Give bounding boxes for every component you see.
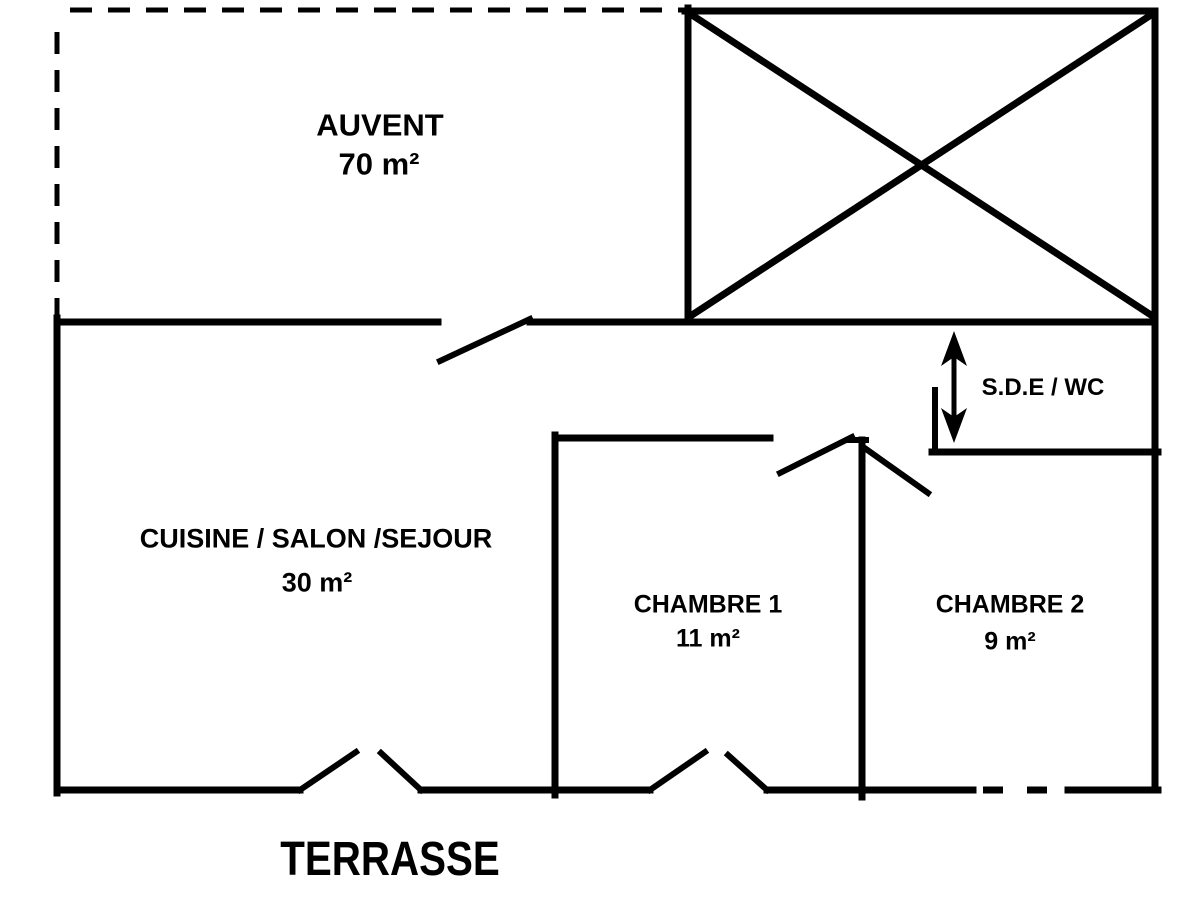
crossed-area-diagonal-2 bbox=[687, 10, 1156, 320]
crossed-area bbox=[681, 4, 1159, 326]
outer-walls bbox=[53, 7, 1162, 797]
terrace-door-1-right-leaf bbox=[376, 748, 426, 795]
room-area-chambre-2: 9 m² bbox=[984, 627, 1036, 656]
sde-access-arrow-icon bbox=[941, 331, 967, 443]
room-label-sde-wc: S.D.E / WC bbox=[981, 374, 1105, 401]
room-label-chambre-2: CHAMBRE 2 bbox=[935, 590, 1085, 619]
auvent-dashed-boundary bbox=[54, 7, 685, 318]
room-label-terrasse: TERRASSE bbox=[280, 833, 500, 886]
terrace-door-1-left-leaf bbox=[295, 747, 361, 795]
room-label-chambre-1: CHAMBRE 1 bbox=[633, 590, 783, 619]
chambre2-door-leaf bbox=[861, 444, 933, 498]
arrow-down-head bbox=[941, 408, 967, 443]
entrance-door-leaf bbox=[436, 315, 534, 365]
arrow-up-head bbox=[941, 331, 967, 366]
room-area-auvent: 70 m² bbox=[338, 146, 420, 182]
terrace-door-2-right-leaf bbox=[723, 750, 772, 795]
door-openings bbox=[295, 315, 933, 795]
room-label-cuisine-salon-sejour: CUISINE / SALON /SEJOUR bbox=[139, 523, 493, 554]
chambre1-door-leaf bbox=[775, 432, 857, 478]
room-area-chambre-1: 11 m² bbox=[676, 624, 740, 653]
terrace-door-2-left-leaf bbox=[645, 747, 710, 795]
room-area-cuisine-salon-sejour: 30 m² bbox=[281, 567, 353, 598]
room-label-auvent: AUVENT bbox=[316, 107, 444, 143]
interior-walls bbox=[551, 387, 1162, 801]
